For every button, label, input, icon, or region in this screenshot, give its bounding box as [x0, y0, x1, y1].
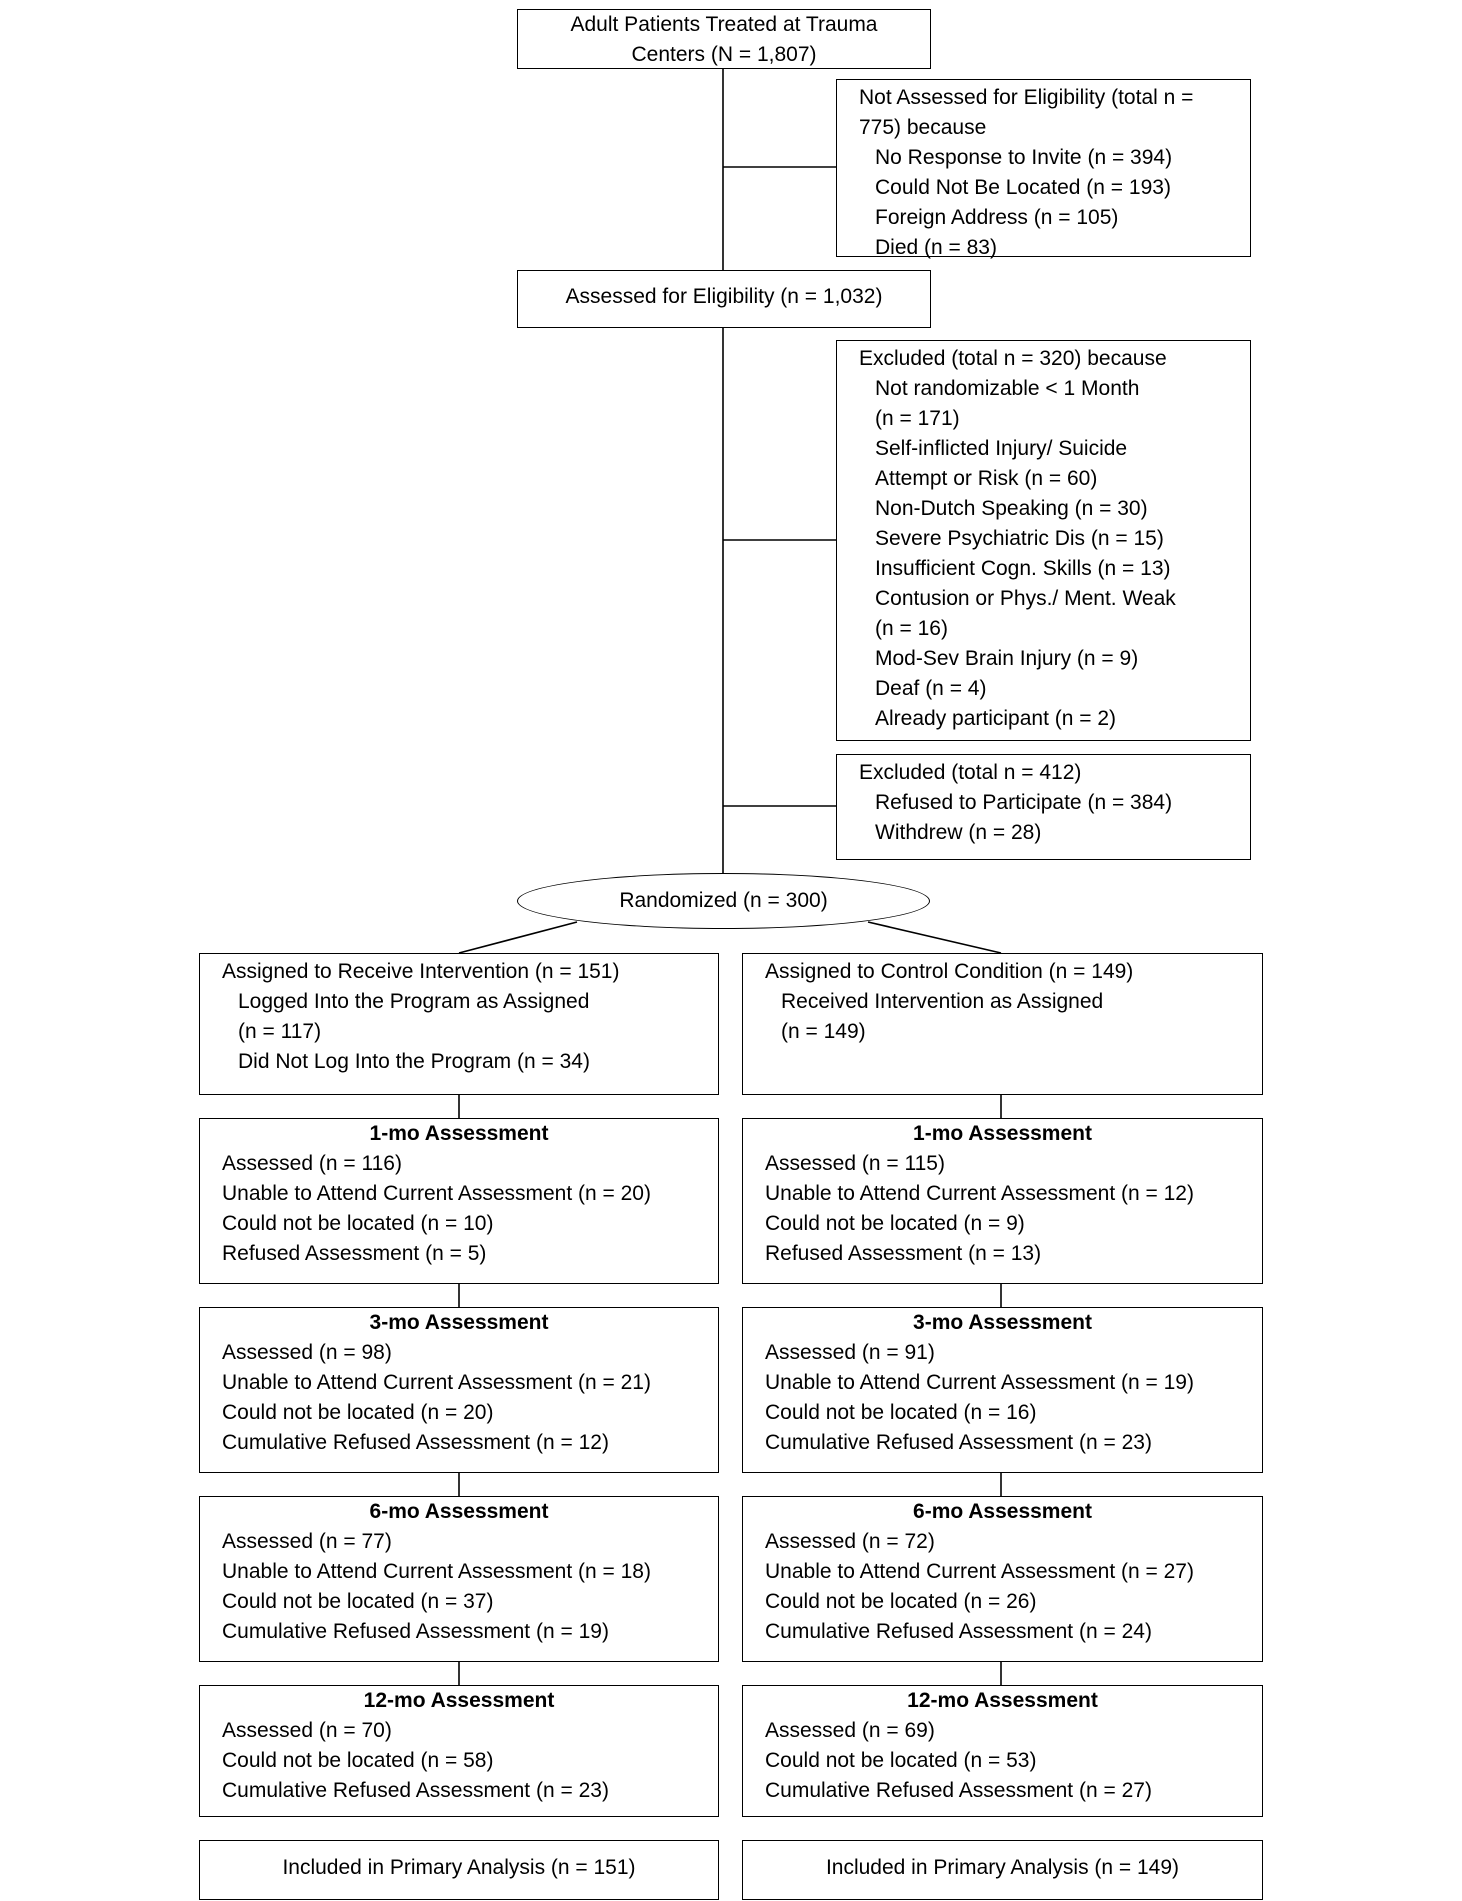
- box-line: Could not be located (n = 53): [765, 1749, 1037, 1772]
- box-line: Could not be located (n = 10): [222, 1212, 494, 1235]
- box-title: 1-mo Assessment: [369, 1122, 549, 1145]
- box-line: Self-inflicted Injury/ Suicide: [875, 437, 1128, 460]
- box-line: Excluded (total n = 412): [859, 761, 1082, 784]
- box-line: Refused Assessment (n = 13): [765, 1242, 1042, 1265]
- box-line: Could Not Be Located (n = 193): [875, 176, 1171, 199]
- box-title: 1-mo Assessment: [913, 1122, 1092, 1145]
- box-line: Assessed (n = 115): [765, 1152, 945, 1175]
- box-line: Unable to Attend Current Assessment (n =…: [222, 1371, 651, 1394]
- box-not-assessed: Not Assessed for Eligibility (total n = …: [836, 79, 1251, 259]
- oval-randomized: Randomized (n = 300): [517, 873, 930, 929]
- box-control-1mo: 1-mo Assessment Assessed (n = 115) Unabl…: [742, 1118, 1263, 1284]
- box-intervention-3mo: 3-mo Assessment Assessed (n = 98) Unable…: [199, 1307, 719, 1473]
- box-line: Unable to Attend Current Assessment (n =…: [765, 1371, 1194, 1394]
- box-line: Assigned to Control Condition (n = 149): [765, 960, 1134, 983]
- box-line: Adult Patients Treated at Trauma: [570, 13, 878, 36]
- box-line: Assigned to Receive Intervention (n = 15…: [222, 960, 620, 983]
- box-line: Deaf (n = 4): [875, 677, 987, 700]
- box-line: Insufficient Cogn. Skills (n = 13): [875, 557, 1171, 580]
- box-line: Centers (N = 1,807): [631, 43, 817, 66]
- box-line: Contusion or Phys./ Ment. Weak: [875, 587, 1176, 610]
- box-line: Refused Assessment (n = 5): [222, 1242, 487, 1265]
- box-line: Withdrew (n = 28): [875, 821, 1042, 844]
- box-line: Foreign Address (n = 105): [875, 206, 1119, 229]
- box-line: Could not be located (n = 26): [765, 1590, 1037, 1613]
- box-line: Severe Psychiatric Dis (n = 15): [875, 527, 1164, 550]
- box-line: Unable to Attend Current Assessment (n =…: [765, 1182, 1194, 1205]
- box-line: Unable to Attend Current Assessment (n =…: [222, 1182, 651, 1205]
- box-title: 12-mo Assessment: [363, 1689, 555, 1712]
- box-line: Could not be located (n = 37): [222, 1590, 494, 1613]
- box-line: Mod-Sev Brain Injury (n = 9): [875, 647, 1139, 670]
- box-assessed-eligibility: Assessed for Eligibility (n = 1,032): [517, 270, 931, 328]
- box-line: (n = 117): [238, 1020, 322, 1043]
- box-control-assigned: Assigned to Control Condition (n = 149) …: [742, 953, 1263, 1095]
- box-excluded-412: Excluded (total n = 412) Refused to Part…: [836, 754, 1251, 860]
- box-line: 775) because: [859, 116, 987, 139]
- box-line: Already participant (n = 2): [875, 707, 1117, 730]
- box-line: Unable to Attend Current Assessment (n =…: [765, 1560, 1194, 1583]
- box-line: Assessed (n = 116): [222, 1152, 402, 1175]
- box-line: Not randomizable < 1 Month: [875, 377, 1140, 400]
- box-line: Assessed (n = 70): [222, 1719, 392, 1742]
- box-line: Cumulative Refused Assessment (n = 24): [765, 1620, 1152, 1643]
- box-control-12mo: 12-mo Assessment Assessed (n = 69) Could…: [742, 1685, 1263, 1817]
- box-line: Assessed (n = 77): [222, 1530, 392, 1553]
- connector-rand-left: [458, 921, 578, 954]
- box-control-3mo: 3-mo Assessment Assessed (n = 91) Unable…: [742, 1307, 1263, 1473]
- box-intervention-6mo: 6-mo Assessment Assessed (n = 77) Unable…: [199, 1496, 719, 1662]
- box-line: (n = 16): [875, 617, 948, 640]
- box-line: Assessed (n = 98): [222, 1341, 392, 1364]
- connector-rand-right: [867, 921, 1002, 954]
- box-intervention-assigned: Assigned to Receive Intervention (n = 15…: [199, 953, 719, 1095]
- box-line: Cumulative Refused Assessment (n = 19): [222, 1620, 609, 1643]
- box-line: Assessed for Eligibility (n = 1,032): [565, 285, 883, 308]
- box-intervention-12mo: 12-mo Assessment Assessed (n = 70) Could…: [199, 1685, 719, 1817]
- box-control-6mo: 6-mo Assessment Assessed (n = 72) Unable…: [742, 1496, 1263, 1662]
- box-line: Cumulative Refused Assessment (n = 23): [222, 1779, 609, 1802]
- box-line: Assessed (n = 91): [765, 1341, 935, 1364]
- box-line: Attempt or Risk (n = 60): [875, 467, 1098, 490]
- box-line: Refused to Participate (n = 384): [875, 791, 1173, 814]
- box-line: Included in Primary Analysis (n = 149): [825, 1856, 1180, 1879]
- box-title: 6-mo Assessment: [369, 1500, 549, 1523]
- box-line: Excluded (total n = 320) because: [859, 347, 1167, 370]
- box-line: Died (n = 83): [875, 236, 997, 259]
- box-line: Not Assessed for Eligibility (total n =: [859, 86, 1194, 109]
- box-intervention-analysis: Included in Primary Analysis (n = 151): [199, 1840, 719, 1900]
- box-line: Included in Primary Analysis (n = 151): [282, 1856, 636, 1879]
- box-line: Cumulative Refused Assessment (n = 27): [765, 1779, 1152, 1802]
- box-line: Unable to Attend Current Assessment (n =…: [222, 1560, 651, 1583]
- box-line: Could not be located (n = 9): [765, 1212, 1025, 1235]
- box-title: 12-mo Assessment: [907, 1689, 1098, 1712]
- box-line: Assessed (n = 69): [765, 1719, 935, 1742]
- box-line: Could not be located (n = 20): [222, 1401, 494, 1424]
- box-line: Cumulative Refused Assessment (n = 23): [765, 1431, 1152, 1454]
- box-line: Could not be located (n = 16): [765, 1401, 1037, 1424]
- box-line: (n = 171): [875, 407, 960, 430]
- box-adult-patients: Adult Patients Treated at Trauma Centers…: [517, 9, 931, 69]
- box-intervention-1mo: 1-mo Assessment Assessed (n = 116) Unabl…: [199, 1118, 719, 1284]
- box-line: Logged Into the Program as Assigned: [238, 990, 590, 1013]
- box-excluded-320: Excluded (total n = 320) because Not ran…: [836, 340, 1251, 741]
- randomized-label: Randomized (n = 300): [619, 889, 828, 912]
- box-line: Cumulative Refused Assessment (n = 12): [222, 1431, 609, 1454]
- box-line: Could not be located (n = 58): [222, 1749, 494, 1772]
- box-line: Did Not Log Into the Program (n = 34): [238, 1050, 590, 1073]
- box-line: No Response to Invite (n = 394): [875, 146, 1173, 169]
- box-control-analysis: Included in Primary Analysis (n = 149): [742, 1840, 1263, 1900]
- box-title: 6-mo Assessment: [913, 1500, 1092, 1523]
- box-line: Assessed (n = 72): [765, 1530, 935, 1553]
- box-title: 3-mo Assessment: [369, 1311, 549, 1334]
- box-line: Received Intervention as Assigned: [781, 990, 1104, 1013]
- box-title: 3-mo Assessment: [913, 1311, 1092, 1334]
- box-line: Non-Dutch Speaking (n = 30): [875, 497, 1148, 520]
- box-line: (n = 149): [781, 1020, 866, 1043]
